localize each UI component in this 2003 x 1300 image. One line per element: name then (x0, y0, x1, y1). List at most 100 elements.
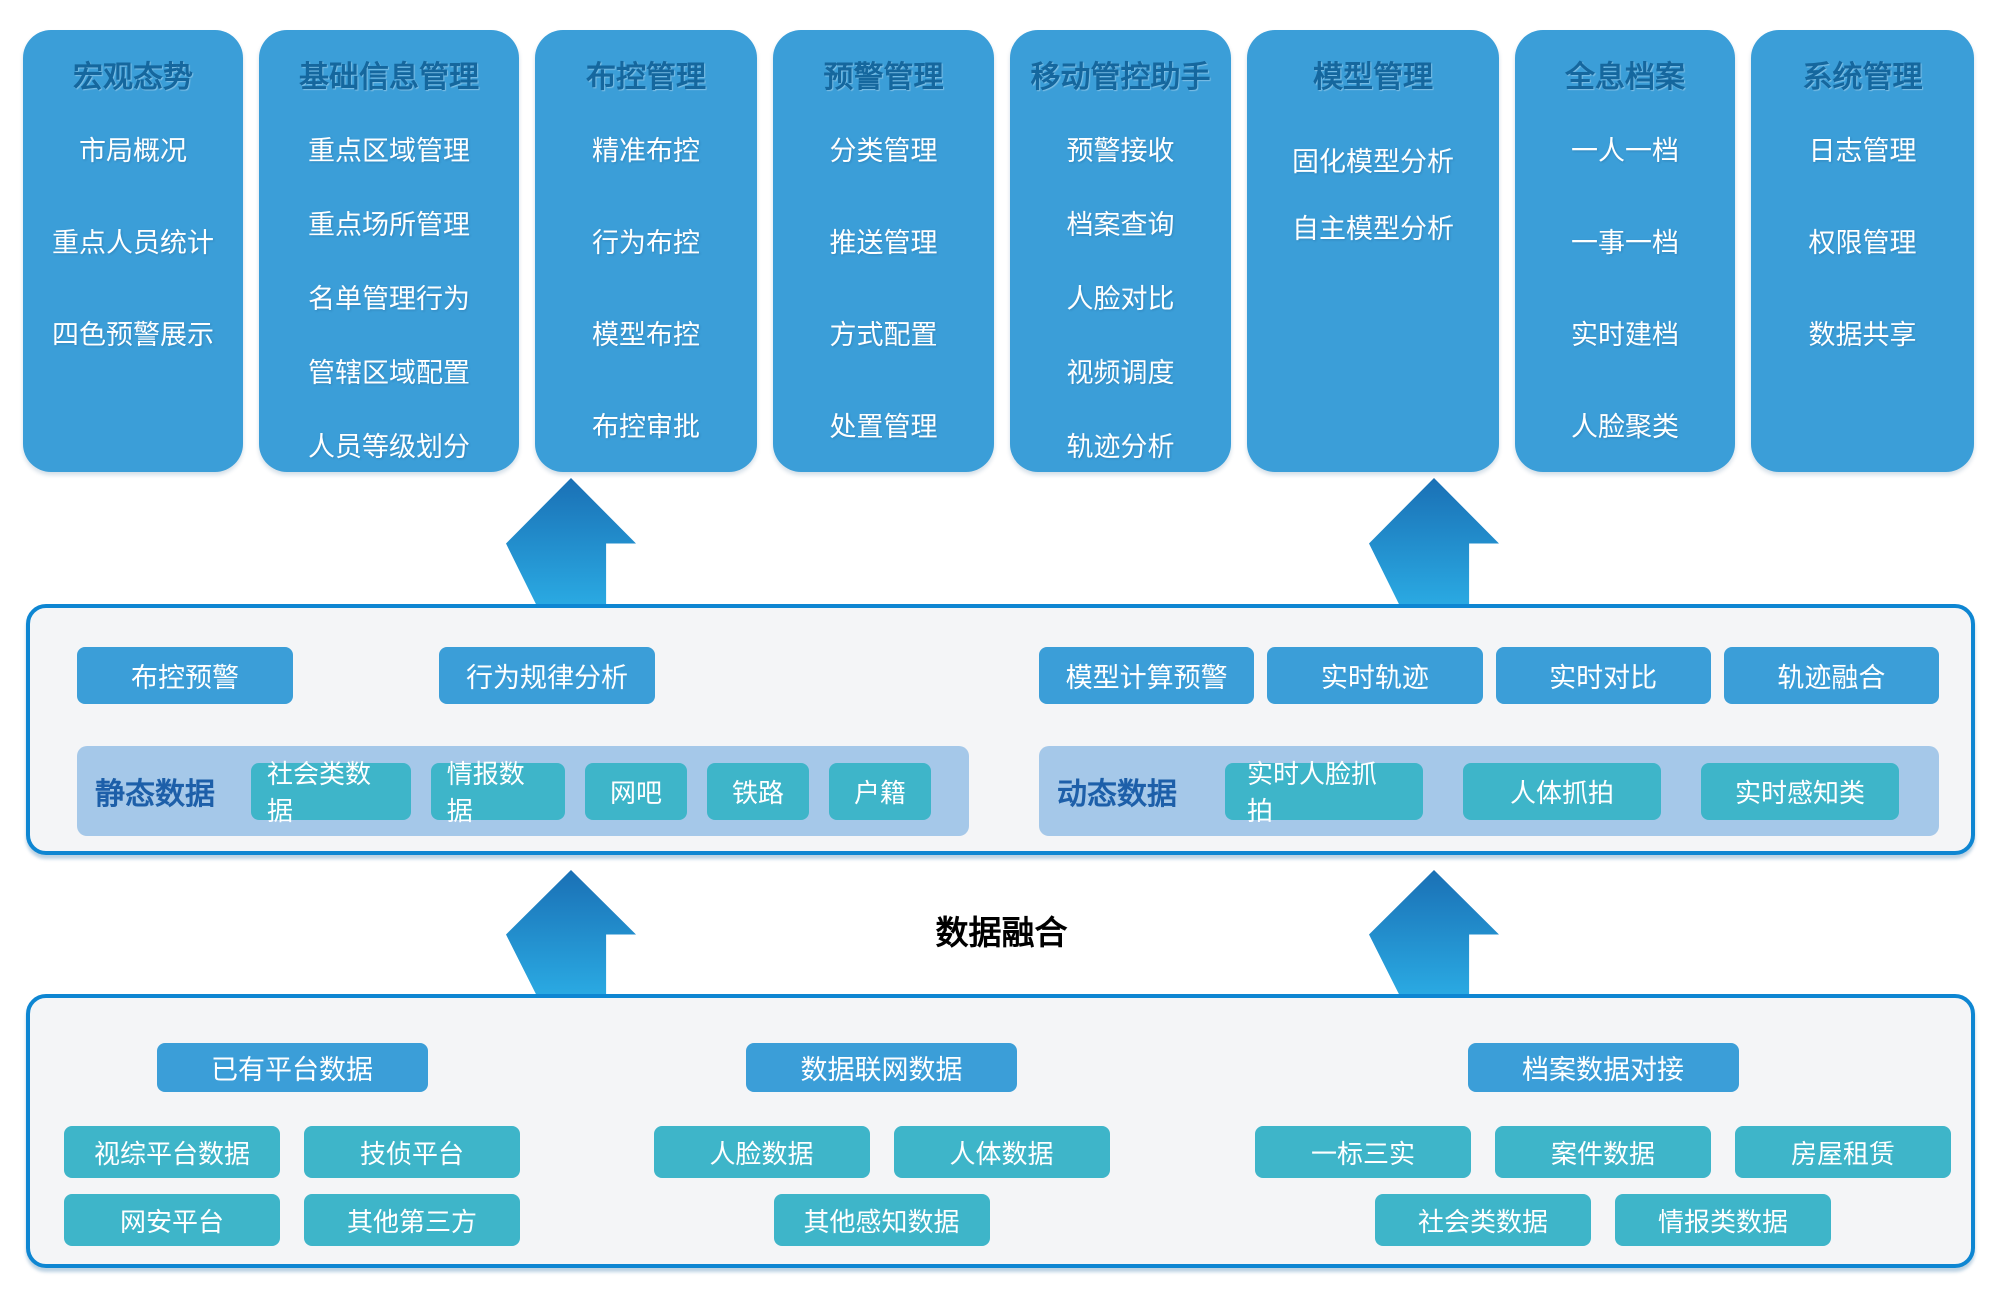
module-item-list: 市局概况重点人员统计四色预警展示 (23, 105, 243, 381)
module-item-list: 精准布控行为布控模型布控布控审批 (535, 105, 757, 473)
module-item: 预警接收 (1066, 136, 1175, 166)
module-item: 一事一档 (1571, 228, 1679, 258)
module-item: 分类管理 (829, 136, 938, 166)
module-column: 模型管理固化模型分析自主模型分析 (1247, 30, 1499, 472)
module-item-list: 预警接收档案查询人脸对比视频调度轨迹分析 (1010, 114, 1231, 484)
module-item: 固化模型分析 (1292, 147, 1454, 177)
module-item: 行为布控 (592, 228, 700, 258)
data-source-group: 已有平台数据视综平台数据技侦平台网安平台其他第三方 (63, 1043, 521, 1246)
module-item-list: 日志管理权限管理数据共享 (1751, 105, 1974, 381)
module-item: 模型布控 (592, 320, 700, 350)
chip-row: 其他感知数据 (652, 1194, 1111, 1246)
module-item: 档案查询 (1066, 210, 1175, 240)
chip-row: 视综平台数据技侦平台 (63, 1126, 521, 1178)
static-data-group: 布控预警 行为规律分析 静态数据 社会类数据情报数据网吧铁路户籍 (77, 647, 969, 836)
function-chip: 实时对比 (1495, 647, 1711, 704)
data-source-chip: 情报类数据 (1615, 1194, 1831, 1246)
module-title: 布控管理 (586, 61, 706, 94)
module-column: 基础信息管理重点区域管理重点场所管理名单管理行为管辖区域配置人员等级划分 (259, 30, 519, 472)
function-chip-row: 模型计算预警实时轨迹实时对比轨迹融合 (1039, 647, 1939, 704)
module-item: 推送管理 (829, 228, 938, 258)
data-source-group: 数据联网数据人脸数据人体数据其他感知数据 (652, 1043, 1111, 1246)
data-fusion-label: 数据融合 (935, 914, 1068, 951)
module-item: 四色预警展示 (52, 320, 214, 350)
static-data-strip: 静态数据 社会类数据情报数据网吧铁路户籍 (77, 746, 969, 836)
function-chip: 布控预警 (77, 647, 293, 704)
module-item: 视频调度 (1066, 358, 1175, 388)
data-type-label: 静态数据 (95, 778, 215, 811)
data-source-panel: 已有平台数据视综平台数据技侦平台网安平台其他第三方数据联网数据人脸数据人体数据其… (26, 994, 1975, 1268)
module-item: 日志管理 (1808, 136, 1917, 166)
data-source-chip: 房屋租赁 (1735, 1126, 1951, 1178)
data-source-chip: 社会类数据 (251, 759, 411, 826)
group-header-chip: 数据联网数据 (746, 1043, 1017, 1092)
up-arrow (1369, 478, 1499, 604)
module-title: 宏观态势 (73, 61, 193, 94)
module-title: 预警管理 (823, 61, 944, 94)
chip-row: 人脸数据人体数据 (652, 1126, 1111, 1178)
dynamic-data-group: 模型计算预警实时轨迹实时对比轨迹融合 动态数据 实时人脸抓拍人体抓拍实时感知类 (1039, 647, 1939, 836)
function-chip: 模型计算预警 (1039, 647, 1255, 704)
data-source-group: 档案数据对接一标三实案件数据房屋租赁社会类数据情报类数据 (1255, 1043, 1951, 1246)
module-item-list: 重点区域管理重点场所管理名单管理行为管辖区域配置人员等级划分 (259, 114, 519, 484)
module-title: 移动管控助手 (1030, 61, 1211, 94)
module-item: 自主模型分析 (1292, 214, 1454, 244)
module-item: 数据共享 (1808, 320, 1917, 350)
data-source-chip: 一标三实 (1255, 1126, 1471, 1178)
data-source-chip: 实时人脸抓拍 (1225, 759, 1423, 826)
data-source-chip: 视综平台数据 (64, 1126, 280, 1178)
data-source-chip: 实时感知类 (1701, 762, 1899, 820)
data-source-chip: 人体抓拍 (1463, 762, 1661, 820)
module-item: 重点区域管理 (308, 136, 470, 166)
module-item: 重点场所管理 (308, 210, 470, 240)
module-item: 重点人员统计 (52, 228, 214, 258)
data-source-chip: 情报数据 (430, 759, 565, 826)
up-arrow (506, 478, 636, 604)
module-item-list: 一人一档一事一档实时建档人脸聚类 (1515, 105, 1735, 473)
function-chip-row: 布控预警 行为规律分析 (77, 647, 969, 704)
chip-row: 社会类数据情报类数据 (1255, 1194, 1951, 1246)
chip-row: 网安平台其他第三方 (63, 1194, 521, 1246)
data-source-chip: 其他感知数据 (773, 1194, 990, 1246)
module-item: 市局概况 (79, 136, 187, 166)
module-item: 布控审批 (592, 412, 700, 442)
data-source-chip: 网安平台 (64, 1194, 280, 1246)
module-column: 预警管理分类管理推送管理方式配置处置管理 (773, 30, 994, 472)
module-item: 实时建档 (1571, 320, 1679, 350)
dynamic-data-strip: 动态数据 实时人脸抓拍人体抓拍实时感知类 (1039, 746, 1939, 836)
module-item: 管辖区域配置 (308, 358, 470, 388)
module-title: 全息档案 (1565, 61, 1685, 94)
function-chip: 轨迹融合 (1723, 647, 1939, 704)
module-item-list: 分类管理推送管理方式配置处置管理 (773, 105, 994, 473)
module-item: 轨迹分析 (1066, 432, 1175, 462)
module-item: 名单管理行为 (308, 284, 470, 314)
module-item: 精准布控 (592, 136, 700, 166)
module-item: 一人一档 (1571, 136, 1679, 166)
group-header-chip: 已有平台数据 (156, 1043, 428, 1092)
data-source-chip: 人脸数据 (653, 1126, 870, 1178)
module-column: 移动管控助手预警接收档案查询人脸对比视频调度轨迹分析 (1010, 30, 1231, 472)
data-type-label: 动态数据 (1057, 778, 1177, 811)
data-source-chip: 人体数据 (893, 1126, 1110, 1178)
function-chip: 行为规律分析 (439, 647, 655, 704)
application-modules-row: 宏观态势市局概况重点人员统计四色预警展示基础信息管理重点区域管理重点场所管理名单… (23, 30, 1974, 472)
module-column: 系统管理日志管理权限管理数据共享 (1751, 30, 1974, 472)
module-column: 全息档案一人一档一事一档实时建档人脸聚类 (1515, 30, 1735, 472)
module-column: 宏观态势市局概况重点人员统计四色预警展示 (23, 30, 243, 472)
data-source-chip: 户籍 (829, 762, 931, 820)
module-item: 人脸聚类 (1571, 412, 1679, 442)
data-source-chip: 案件数据 (1495, 1126, 1711, 1178)
module-item: 处置管理 (829, 412, 938, 442)
function-chip: 实时轨迹 (1267, 647, 1483, 704)
data-source-chip: 网吧 (585, 762, 687, 820)
data-source-chip: 其他第三方 (304, 1194, 520, 1246)
module-item: 权限管理 (1808, 228, 1917, 258)
module-item: 方式配置 (829, 320, 938, 350)
module-item-list: 固化模型分析自主模型分析 (1247, 129, 1499, 263)
chip-row: 一标三实案件数据房屋租赁 (1255, 1126, 1951, 1178)
module-title: 模型管理 (1313, 61, 1433, 94)
group-header-chip: 档案数据对接 (1467, 1043, 1739, 1092)
module-title: 系统管理 (1802, 61, 1923, 94)
data-source-chip: 铁路 (707, 762, 809, 820)
